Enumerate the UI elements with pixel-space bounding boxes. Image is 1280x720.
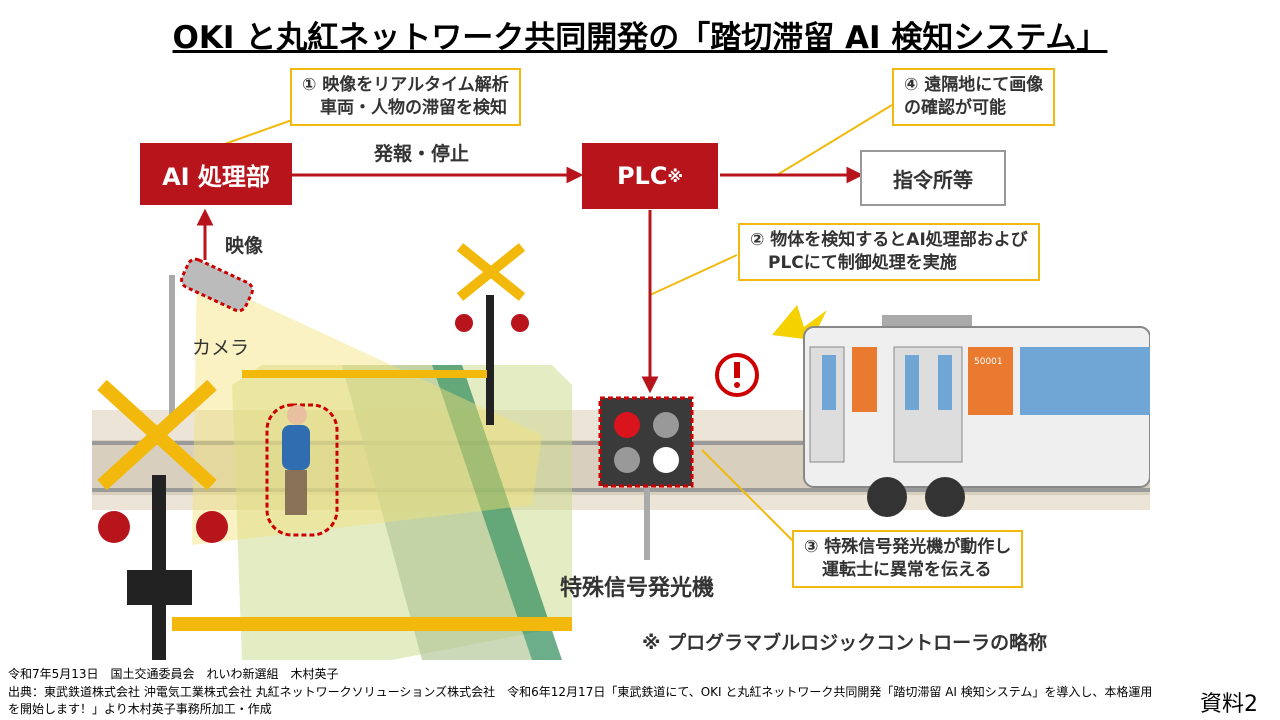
callout-3-line-1: ③ 特殊信号発光機が動作し xyxy=(804,537,1012,557)
system-diagram: ① 映像をリアルタイム解析 車両・人物の滞留を検知 ④ 遠隔地にて画像 の確認が… xyxy=(92,65,1150,660)
ai-processing-unit-box: AI 処理部 xyxy=(140,143,292,205)
camera-label: カメラ xyxy=(192,337,250,359)
elderly-person-icon xyxy=(265,403,339,537)
camera-view-cone xyxy=(192,275,542,545)
callout-2-line-2: PLCにて制御処理を実施 xyxy=(768,253,957,273)
crossing-barrier-right xyxy=(242,243,529,425)
callout-3-line-2: 運転士に異常を伝える xyxy=(822,560,992,580)
diagram-illustration xyxy=(92,104,1150,660)
crossing-barrier-left xyxy=(97,379,572,660)
alert-stop-label: 発報・停止 xyxy=(374,143,470,165)
callout-1-line-1: ① 映像をリアルタイム解析 xyxy=(302,75,509,95)
camera-icon xyxy=(180,257,254,313)
callout-1-analysis: ① 映像をリアルタイム解析 車両・人物の滞留を検知 xyxy=(290,68,521,126)
flow-arrows xyxy=(196,166,864,394)
dispatch-center-box: 指令所等 xyxy=(860,150,1006,206)
callout-1-line-2: 車両・人物の滞留を検知 xyxy=(320,98,507,118)
connector-lines xyxy=(221,104,893,541)
slide-title: OKI と丸紅ネットワーク共同開発の「踏切滞留 AI 検知システム」 xyxy=(172,20,1108,56)
plc-footnote-mark: ※ xyxy=(667,166,684,186)
callout-2-line-1: ② 物体を検知するとAI処理部および xyxy=(750,230,1028,250)
special-signal-light xyxy=(598,396,694,560)
special-signal-label: 特殊信号発光機 xyxy=(560,576,715,601)
train-icon xyxy=(803,315,1150,517)
footer-source-line: 出典：東武鉄道株式会社 沖電気工業株式会社 丸紅ネットワークソリューションズ株式… xyxy=(8,685,1153,716)
callout-4-remote: ④ 遠隔地にて画像 の確認が可能 xyxy=(892,68,1056,126)
callout-2-control: ② 物体を検知するとAI処理部および PLCにて制御処理を実施 xyxy=(738,223,1040,281)
plc-label: PLC xyxy=(616,162,668,190)
crosswalk-stripe xyxy=(342,365,532,660)
green-stripe xyxy=(432,365,562,660)
train-number: 50001 xyxy=(974,357,1003,367)
footer-date-line: 令和7年5月13日 国土交通委員会 れいわ新選組 木村英子 xyxy=(8,667,339,681)
callout-4-line-1: ④ 遠隔地にて画像 xyxy=(904,75,1044,95)
callout-3-signal: ③ 特殊信号発光機が動作し 運転士に異常を伝える xyxy=(792,530,1024,588)
plc-footnote: ※ プログラマブルロジックコントローラの略称 xyxy=(642,632,1048,654)
callout-4-line-2: の確認が可能 xyxy=(904,98,1006,118)
video-label: 映像 xyxy=(225,235,264,257)
alert-icon xyxy=(715,353,759,397)
plc-box: PLC※ xyxy=(582,143,718,209)
document-label: 資料2 xyxy=(1200,692,1258,717)
